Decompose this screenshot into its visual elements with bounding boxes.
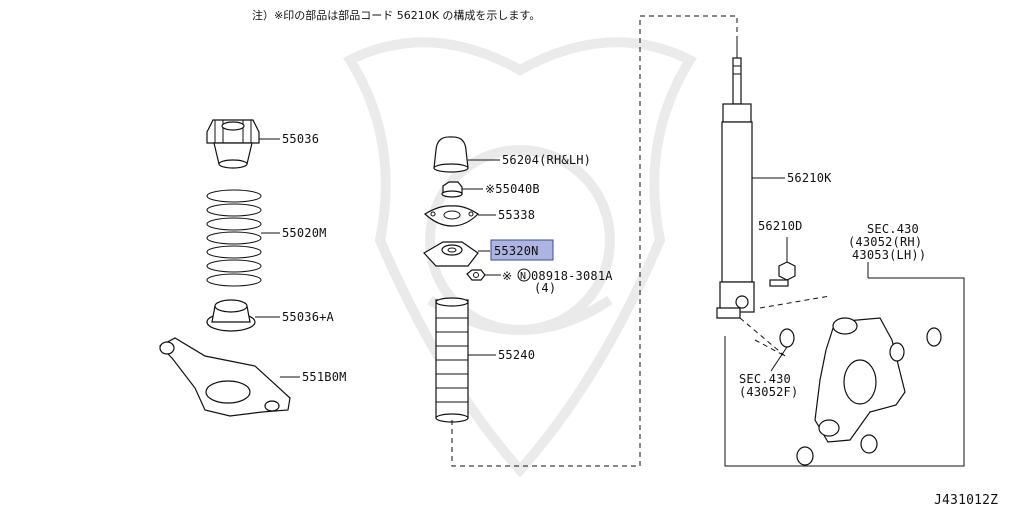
- label-sec430-rh: (43052(RH): [848, 235, 922, 249]
- label-08918-mark: ※: [502, 269, 512, 283]
- part-55338-plate[interactable]: [424, 205, 479, 227]
- part-55320n-mount[interactable]: [423, 241, 479, 267]
- label-08918-n: N: [520, 271, 526, 282]
- label-56210d[interactable]: 56210D: [758, 219, 803, 233]
- part-08918-nut[interactable]: [466, 269, 486, 281]
- label-56204[interactable]: 56204(RH&LH): [502, 153, 591, 167]
- label-55036[interactable]: 55036: [282, 132, 319, 146]
- part-551b0m-lower-arm[interactable]: [159, 337, 291, 417]
- header-note: 注）※印の部品は部品コード 56210K の構成を示します。: [252, 8, 540, 22]
- label-sec430f-title[interactable]: SEC.430: [739, 372, 791, 386]
- label-sec430f-code: (43052F): [739, 385, 798, 399]
- part-bushings[interactable]: [779, 327, 942, 466]
- part-knuckle[interactable]: [814, 317, 906, 443]
- label-55338[interactable]: 55338: [498, 208, 535, 222]
- label-08918[interactable]: 08918-3081A: [531, 269, 613, 283]
- mounting-dashed-lines: [739, 295, 831, 357]
- part-55040b-nut[interactable]: [441, 181, 463, 198]
- diagram-code: J431012Z: [934, 493, 998, 508]
- part-55240-bellows[interactable]: [435, 297, 469, 423]
- label-sec430-lh: 43053(LH)): [852, 248, 926, 262]
- sec430-box: [724, 277, 965, 467]
- label-55020m[interactable]: 55020M: [282, 226, 327, 240]
- n-circle-icon: [517, 268, 531, 282]
- part-55020m-coil-spring[interactable]: [206, 189, 262, 287]
- label-55240[interactable]: 55240: [498, 348, 535, 362]
- label-sec430-title[interactable]: SEC.430: [867, 222, 919, 236]
- label-55040b[interactable]: ※55040B: [485, 182, 540, 196]
- label-55320n[interactable]: 55320N: [494, 244, 539, 258]
- label-551b0m[interactable]: 551B0M: [302, 370, 347, 384]
- highlight-box-55320n: [490, 239, 554, 261]
- label-56210k[interactable]: 56210K: [787, 171, 832, 185]
- part-55036a-lower-seat[interactable]: [206, 299, 256, 332]
- label-55036a[interactable]: 55036+A: [282, 310, 335, 324]
- part-56210d-bolt[interactable]: [769, 261, 796, 287]
- part-56210k-shock-absorber[interactable]: [716, 36, 755, 319]
- assembly-bracket-dashed: [451, 15, 738, 467]
- leader-sec430f: [770, 346, 788, 372]
- part-55036-upper-seat[interactable]: [206, 119, 260, 169]
- part-56204-top-cap[interactable]: [433, 136, 469, 173]
- label-08918-qty: (4): [534, 281, 556, 295]
